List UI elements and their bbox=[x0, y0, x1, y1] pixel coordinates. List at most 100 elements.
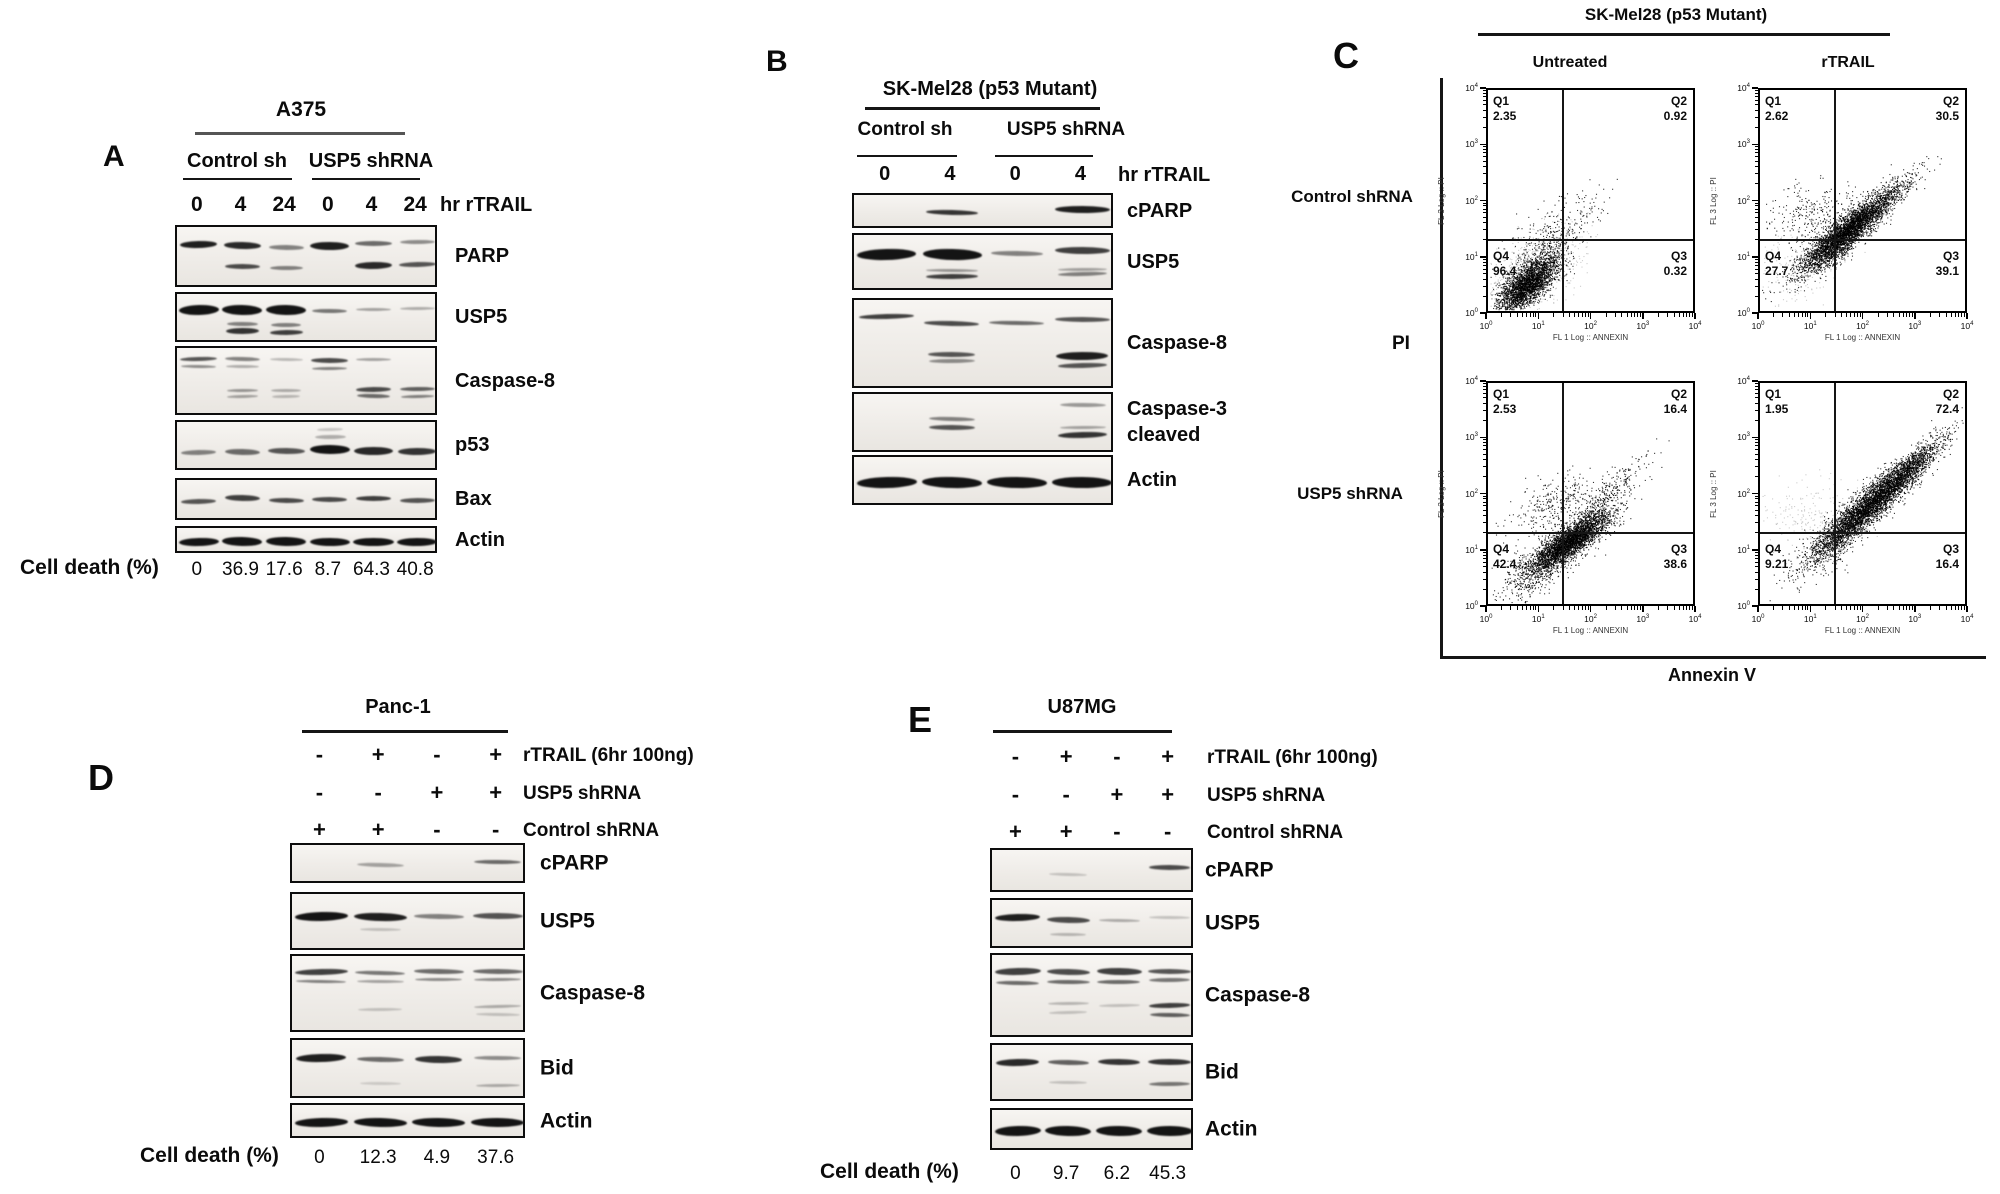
panel-d-title-underline bbox=[302, 730, 508, 733]
x-axis-minor-tick bbox=[1906, 313, 1908, 317]
condition-symbol: + bbox=[1059, 819, 1073, 844]
y-axis-minor-tick bbox=[1482, 92, 1486, 94]
blot-box bbox=[175, 478, 437, 520]
blot-band bbox=[1059, 425, 1106, 429]
blot-band bbox=[475, 1083, 520, 1087]
x-axis-minor-tick bbox=[1553, 606, 1555, 610]
blot-band bbox=[224, 356, 260, 362]
blot-band bbox=[227, 389, 258, 393]
blot-band bbox=[925, 273, 978, 279]
blot-label: Actin bbox=[540, 1108, 593, 1132]
y-axis-minor-tick bbox=[1754, 476, 1758, 478]
blot-band bbox=[358, 1007, 403, 1011]
y-axis-minor-tick bbox=[1482, 509, 1486, 511]
condition-symbol: + bbox=[430, 780, 444, 805]
quadrant-value: 16.4 bbox=[1935, 556, 1959, 571]
blot-band bbox=[180, 356, 218, 362]
x-axis-minor-tick bbox=[1605, 606, 1607, 610]
condition-symbol: - bbox=[374, 780, 382, 805]
y-axis-minor-tick bbox=[1754, 385, 1758, 387]
quadrant-divider-horizontal bbox=[1760, 238, 1965, 241]
x-axis-minor-tick bbox=[1510, 606, 1512, 610]
condition-symbol: - bbox=[1113, 819, 1121, 844]
x-axis-minor-tick bbox=[1801, 313, 1803, 317]
panel-d-label: D bbox=[88, 757, 114, 798]
x-axis-minor-tick bbox=[1856, 313, 1858, 317]
x-axis-minor-tick bbox=[1678, 606, 1680, 610]
y-axis-minor-tick bbox=[1754, 551, 1758, 553]
cell-death-value: 36.9 bbox=[222, 559, 259, 580]
y-axis-tick bbox=[1480, 87, 1486, 89]
condition-symbol: + bbox=[371, 742, 385, 767]
blot-band bbox=[226, 364, 259, 369]
x-axis-tick bbox=[1861, 313, 1864, 319]
quadrant-divider-vertical bbox=[1562, 90, 1565, 311]
quadrant-name: Q1 bbox=[1493, 94, 1510, 108]
x-axis-minor-tick bbox=[1621, 606, 1623, 610]
y-axis-minor-tick bbox=[1754, 149, 1758, 151]
blot-band bbox=[1146, 1125, 1191, 1137]
blot-band bbox=[1046, 916, 1090, 924]
condition-symbol: - bbox=[1113, 744, 1121, 769]
x-axis-tick-label: 100 bbox=[1479, 320, 1493, 331]
blot-band bbox=[296, 1053, 347, 1063]
y-axis-minor-tick bbox=[1754, 557, 1758, 559]
y-axis-minor-tick bbox=[1754, 442, 1758, 444]
y-axis-minor-tick bbox=[1754, 383, 1758, 385]
quadrant-divider-horizontal bbox=[1488, 238, 1693, 241]
y-axis-tick bbox=[1480, 605, 1486, 607]
blot-band bbox=[1046, 968, 1090, 976]
blot-band bbox=[415, 1055, 463, 1064]
blot-band bbox=[268, 497, 304, 503]
blot-box bbox=[852, 233, 1113, 290]
y-axis-tick bbox=[1752, 549, 1758, 551]
blot-band bbox=[1098, 918, 1140, 922]
quadrant-value: 2.62 bbox=[1765, 109, 1789, 123]
y-axis-minor-tick bbox=[1482, 261, 1486, 263]
blot-box bbox=[990, 953, 1193, 1037]
panel-e-title-underline bbox=[993, 730, 1172, 733]
blot-band bbox=[990, 250, 1044, 257]
y-axis-minor-tick bbox=[1482, 501, 1486, 503]
blot-band bbox=[1097, 979, 1141, 984]
quadrant-divider-vertical bbox=[1834, 90, 1837, 311]
x-axis-minor-tick bbox=[1902, 606, 1904, 610]
y-axis-minor-tick bbox=[1482, 99, 1486, 101]
condition-symbol: - bbox=[1011, 744, 1020, 769]
blot-band bbox=[354, 446, 393, 455]
y-axis-tick bbox=[1752, 87, 1758, 89]
x-axis-minor-tick bbox=[1893, 606, 1895, 610]
blot-box bbox=[175, 292, 437, 342]
x-axis-minor-tick bbox=[1807, 313, 1809, 317]
blot-band bbox=[356, 495, 391, 501]
panel-a-label: A bbox=[103, 140, 125, 173]
y-axis-minor-tick bbox=[1754, 202, 1758, 204]
y-axis-minor-tick bbox=[1754, 96, 1758, 98]
blot-band bbox=[1049, 1010, 1088, 1015]
y-axis-minor-tick bbox=[1754, 90, 1758, 92]
blot-band bbox=[1054, 247, 1111, 255]
cell-death-value: 0 bbox=[314, 1147, 325, 1168]
blot-band bbox=[399, 497, 435, 503]
blot-band bbox=[265, 304, 307, 316]
x-axis-minor-tick bbox=[1501, 313, 1503, 317]
y-axis-tick-label: 103 bbox=[1737, 432, 1750, 443]
y-axis-minor-tick bbox=[1482, 554, 1486, 556]
x-axis-minor-tick bbox=[1794, 606, 1796, 610]
x-axis-minor-tick bbox=[1958, 313, 1960, 317]
y-axis-minor-tick bbox=[1482, 173, 1486, 175]
y-axis-minor-tick bbox=[1482, 156, 1486, 158]
y-axis-tick-label: 104 bbox=[1465, 82, 1478, 93]
blot-band bbox=[312, 496, 348, 502]
y-axis-minor-tick bbox=[1482, 104, 1486, 106]
y-axis-minor-tick bbox=[1482, 383, 1486, 385]
x-axis-tick-label: 103 bbox=[1908, 613, 1922, 624]
x-axis-minor-tick bbox=[1522, 313, 1524, 317]
x-axis-minor-tick bbox=[1906, 606, 1908, 610]
blot-band bbox=[989, 320, 1045, 325]
x-axis-tick-label: 103 bbox=[1636, 320, 1650, 331]
x-axis-minor-tick bbox=[1958, 606, 1960, 610]
blot-band bbox=[397, 447, 435, 455]
panel-c-label: C bbox=[1333, 35, 1359, 76]
